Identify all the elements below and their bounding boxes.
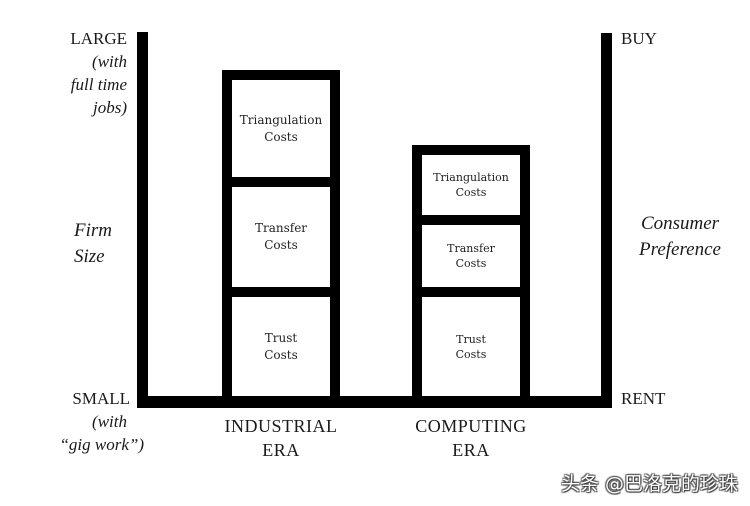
right-axis-line [601, 33, 612, 408]
cell-label: Triangulation [433, 171, 509, 184]
industrial-era-label: INDUSTRIAL ERA [211, 414, 351, 462]
left-axis-top-label: LARGE (with full time jobs) [10, 28, 127, 119]
computing-top-border [412, 145, 530, 155]
cell-label: Costs [455, 347, 487, 361]
baseline-axis [137, 396, 612, 408]
era-line: INDUSTRIAL [224, 416, 338, 436]
industrial-triangulation-cell: Triangulation Costs [232, 80, 330, 177]
industrial-right-border [330, 70, 340, 400]
computing-transfer-cell: Transfer Costs [422, 225, 520, 287]
large-sublabel-1: (with [92, 52, 127, 71]
computing-trust-cell: Trust Costs [422, 297, 520, 396]
industrial-left-border [222, 70, 232, 400]
size-label: Size [74, 246, 105, 267]
industrial-transfer-cell: Transfer Costs [232, 187, 330, 287]
buy-label: BUY [621, 29, 657, 48]
cell-label: Trust [456, 332, 486, 346]
small-label: SMALL [72, 389, 130, 408]
cell-label: Costs [455, 257, 487, 270]
cell-label: Costs [264, 347, 298, 362]
cell-label: Transfer [447, 242, 495, 255]
firm-label: Firm [74, 220, 112, 241]
cell-label: Transfer [254, 221, 308, 235]
small-sublabel-2: “gig work”) [59, 435, 144, 454]
era-line: ERA [452, 440, 490, 460]
consumer-label: Consumer [640, 213, 720, 234]
industrial-divider-2 [222, 287, 340, 297]
computing-triangulation-cell: Triangulation Costs [422, 155, 520, 215]
era-line: ERA [262, 440, 300, 460]
large-label: LARGE [70, 29, 127, 48]
cell-label: Costs [264, 129, 298, 144]
industrial-divider-1 [222, 177, 340, 187]
left-axis-title: Firm Size [74, 218, 134, 270]
computing-left-border [412, 145, 422, 400]
left-axis-line [137, 32, 148, 408]
computing-divider-2 [412, 287, 530, 297]
cell-label: Costs [264, 238, 298, 252]
computing-right-border [520, 145, 530, 400]
cell-label: Trust [264, 330, 298, 345]
era-line: COMPUTING [415, 416, 527, 436]
computing-divider-1 [412, 215, 530, 225]
right-axis-title: Consumer Preference [625, 211, 735, 263]
cell-label: Triangulation [239, 112, 323, 127]
small-sublabel-1: (with [92, 412, 127, 431]
industrial-trust-cell: Trust Costs [232, 297, 330, 396]
watermark: 头条 @巴洛克的珍珠 [561, 473, 739, 495]
rent-label: RENT [621, 389, 666, 408]
industrial-top-border [222, 70, 340, 80]
large-sublabel-3: jobs) [93, 98, 127, 117]
cell-label: Costs [455, 186, 487, 199]
preference-label: Preference [639, 239, 721, 260]
computing-era-label: COMPUTING ERA [401, 414, 541, 462]
large-sublabel-2: full time [70, 75, 127, 94]
left-axis-bottom-label: SMALL (with “gig work”) [40, 388, 150, 456]
